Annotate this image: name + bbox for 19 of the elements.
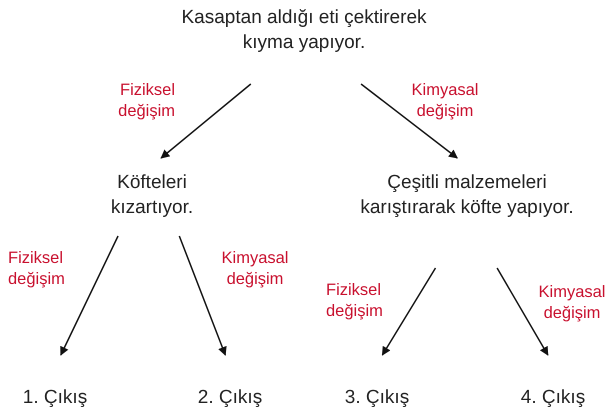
edge-label: Fiziksel değişim [8,248,66,290]
arrow [160,83,252,159]
node-text: 2. Çıkış [198,386,262,410]
node-text: 4. Çıkış [520,386,586,410]
edge-label: Kimyasal değişim [410,80,480,122]
arrow [496,268,548,356]
node-text: Kasaptan aldığı eti çektirerek kıyma yapıyor. [180,6,428,55]
arrow [382,268,436,356]
arrow [360,83,458,159]
node-text: 3. Çıkış [344,386,410,410]
arrow [60,236,119,356]
edge-label: Fiziksel değişim [117,80,175,122]
node-text: Köfteleri kızartıyor. [110,171,194,220]
edge-label: Fiziksel değişim [326,280,384,322]
edge-label: Kimyasal değişim [220,248,290,290]
node-text: Çeşitli malzemeleri karıştırarak köfte yapıyor. [359,171,575,220]
node-text: 1. Çıkış [22,386,88,410]
arrow [178,236,227,356]
edge-label: Kimyasal değişim [538,282,606,324]
